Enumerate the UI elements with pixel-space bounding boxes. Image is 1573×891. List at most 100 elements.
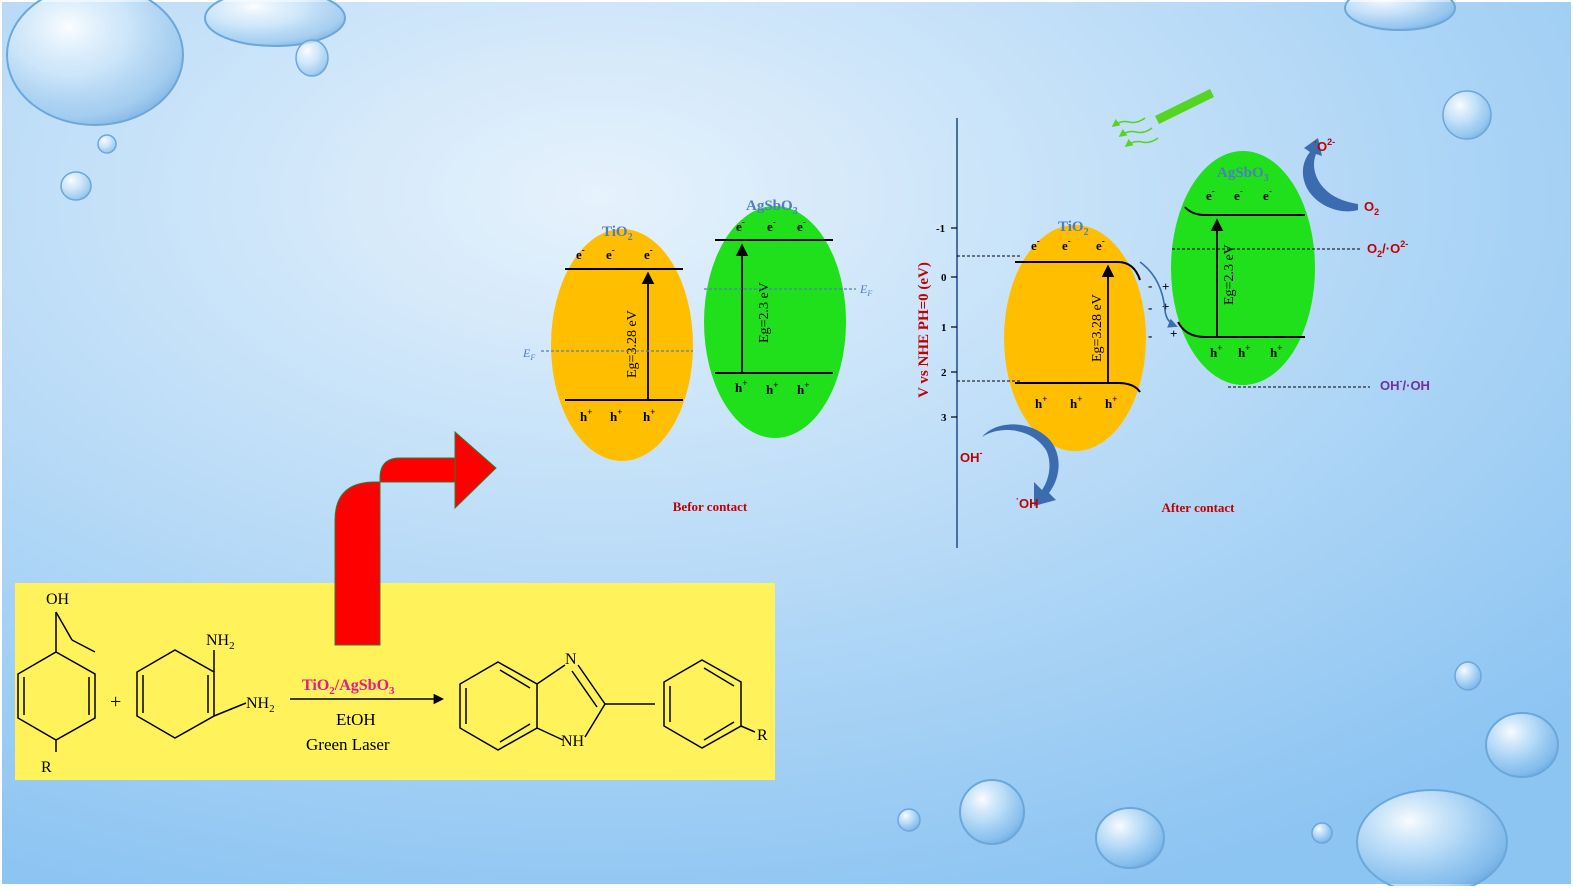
light-source-label: Green Laser [306, 735, 390, 754]
droplet [897, 808, 921, 832]
light-wave [1118, 127, 1153, 137]
electron-label: e- [1234, 186, 1243, 203]
electron-label: e- [576, 245, 585, 262]
agsbo3-band-gap: Eg=2.3 eV [1222, 244, 1237, 305]
oh-oxidation-arrow [982, 424, 1059, 506]
droplet [1356, 789, 1508, 891]
electron-label: e- [1096, 236, 1105, 253]
tio2-conduction-band [1015, 261, 1141, 281]
tio2-label: TiO2 [1058, 219, 1089, 238]
minus-charge: - [1148, 328, 1152, 343]
electron-label: e- [767, 217, 776, 234]
reaction-box [15, 583, 775, 780]
o2-reduction-arrow [1302, 138, 1358, 212]
droplet [959, 779, 1025, 845]
solvent-label: EtOH [336, 710, 376, 729]
hole-label: h+ [1210, 343, 1222, 360]
interface-charges: - - - + + + [1148, 278, 1177, 343]
imidazole-bond [584, 703, 606, 738]
droplet [204, 0, 346, 47]
nh2-bond [213, 702, 247, 717]
agsbo3-label: AgSbO3 [746, 198, 798, 217]
agsbo3-conduction-band [1184, 206, 1305, 216]
electron-label: e- [1263, 186, 1272, 203]
ring-double-bond [703, 721, 735, 741]
amine-top-label: NH2 [206, 632, 235, 652]
imidazole-double-bond [571, 670, 598, 708]
imidazole-bond [536, 664, 566, 685]
water-droplets [6, 0, 1559, 891]
imidazole-bond [536, 727, 564, 741]
droplet [1311, 822, 1333, 844]
agsbo3-holes: h+ h+ h+ [1210, 343, 1282, 360]
minus-charge: - [1148, 278, 1152, 293]
hydroxyl-radical-label: ·OH [1016, 494, 1039, 511]
after-contact-diagram: V vs NHE PH=0 (eV) -1 0 1 2 3 TiO2 AgSbO… [916, 88, 1430, 548]
before-contact-caption: Befor contact [673, 499, 748, 514]
r-bond [740, 725, 756, 733]
hole-label: h+ [1070, 394, 1082, 411]
ring-double-bond [703, 667, 735, 687]
before-contact-diagram: TiO2 AgSbO3 e- e- e- Eg=3.28 eV h+ h+ h+… [522, 198, 872, 514]
hole-label: h+ [1238, 343, 1250, 360]
agsbo3-electrons: e- e- e- [736, 217, 806, 234]
tick-label: 2 [941, 367, 947, 379]
light-wave-icon [1111, 117, 1159, 147]
potential-axis-label: V vs NHE PH=0 (eV) [916, 262, 932, 398]
amine-nh-label: NH [561, 733, 585, 750]
plus-charge: + [1170, 326, 1177, 341]
o2-couple-label: O2/·O2- [1367, 239, 1408, 259]
ring-double-bond [499, 723, 531, 743]
tio2-label: TiO2 [602, 224, 633, 243]
light-wave [1111, 117, 1146, 127]
tick-label: -1 [936, 223, 945, 235]
tio2-ellipse [1004, 225, 1146, 451]
hole-label: h+ [580, 407, 592, 424]
hole-label: h+ [797, 380, 809, 397]
tio2-band-gap: Eg=3.28 eV [625, 310, 640, 378]
electron-label: e- [606, 245, 615, 262]
tick-label: 0 [941, 272, 947, 284]
hole-label: h+ [766, 380, 778, 397]
droplet [1344, 0, 1456, 31]
droplet [1442, 90, 1492, 140]
tio2-holes: h+ h+ h+ [580, 407, 655, 424]
droplet [6, 0, 184, 126]
droplet [1095, 807, 1165, 869]
electron-label: e- [1206, 186, 1215, 203]
r-substituent-label: R [41, 759, 52, 776]
big-transition-arrow [335, 432, 496, 645]
ch2-bond [71, 639, 96, 653]
tio2-band-gap: Eg=3.28 eV [1090, 294, 1105, 362]
tio2-valence-band [1015, 382, 1141, 393]
reaction-text: OH R + NH2 NH2 TiO2/AgSbO3 EtOH Green La… [41, 591, 768, 776]
tio2-electrons: e- e- e- [1031, 236, 1105, 253]
droplet [97, 134, 117, 154]
plus-sign: + [110, 691, 121, 713]
droplet [1485, 712, 1559, 778]
agsbo3-ellipse [1171, 151, 1315, 385]
hole-label: h+ [1035, 394, 1047, 411]
potential-ticks: -1 0 1 2 3 [936, 223, 957, 424]
oh-couple-label: OH-/·OH [1380, 376, 1430, 393]
tio2-electrons: e- e- e- [576, 245, 653, 262]
light-wave [1124, 137, 1159, 147]
agsbo3-ellipse [704, 206, 846, 438]
droplet [1454, 661, 1482, 691]
tick-label: 1 [941, 322, 947, 334]
agsbo3-fermi-label: EF [859, 282, 872, 298]
reaction-scheme [17, 611, 756, 752]
electron-label: e- [1062, 236, 1071, 253]
electron-label: e- [1031, 236, 1040, 253]
big-transition-arrow-border [334, 430, 497, 646]
amine-side-label: NH2 [246, 695, 275, 715]
hole-label: h+ [1270, 343, 1282, 360]
droplet [60, 171, 92, 201]
agsbo3-electrons: e- e- e- [1206, 186, 1272, 203]
hole-label: h+ [1105, 394, 1117, 411]
imidazole-bond [577, 664, 606, 705]
electron-label: e- [644, 245, 653, 262]
